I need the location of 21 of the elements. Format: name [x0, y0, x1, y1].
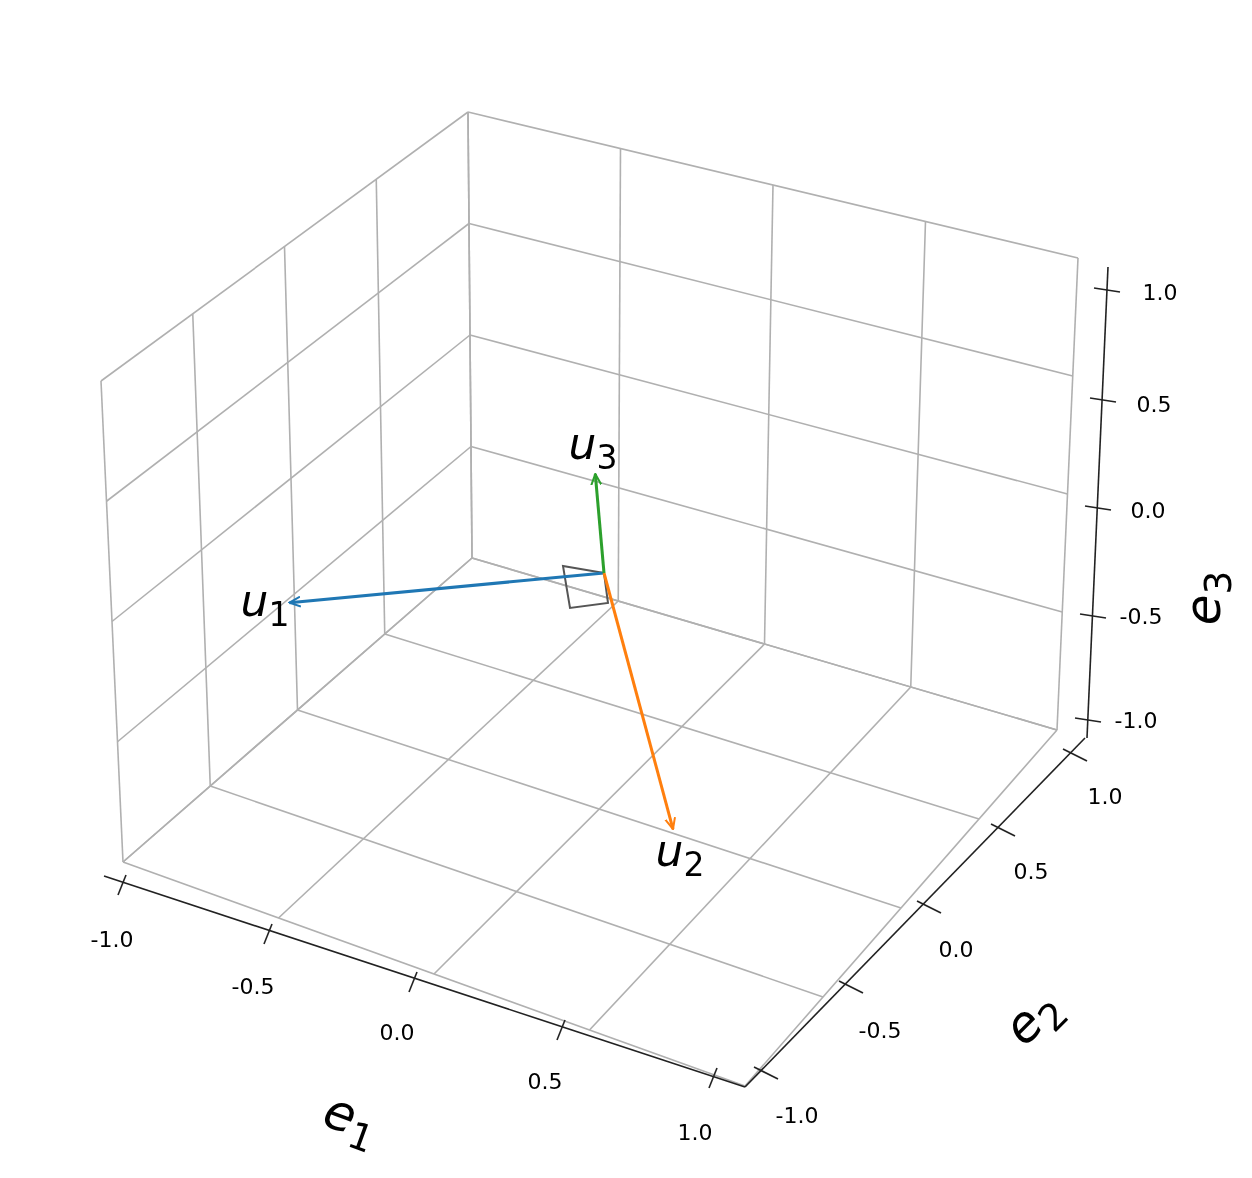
- tick-label: -0.5: [1119, 606, 1163, 628]
- tick-label: 0.5: [1136, 394, 1172, 416]
- tick-label: -0.5: [858, 1020, 902, 1042]
- tick-label: 0.0: [1130, 500, 1166, 522]
- tick-label: 0.0: [938, 939, 974, 961]
- tick-label: 0.5: [1013, 861, 1049, 883]
- tick-label: 0.0: [379, 1022, 415, 1044]
- vector-label: u$_{2}$: [655, 829, 705, 881]
- vector-label: u$_{1}$: [240, 579, 290, 631]
- vector-arrow: [288, 571, 605, 608]
- vector-arrow: [590, 472, 606, 574]
- vector-label: u$_{3}$: [568, 422, 618, 474]
- tick-label: -0.5: [231, 976, 275, 998]
- tick-label: 1.0: [1142, 282, 1178, 304]
- tick-label: 1.0: [677, 1122, 713, 1144]
- tick-label: 1.0: [1087, 786, 1123, 808]
- vector-arrow: [602, 572, 676, 831]
- tick-label: 0.5: [527, 1071, 563, 1093]
- tick-label: -1.0: [1114, 710, 1158, 732]
- tick-label: -1.0: [775, 1105, 819, 1127]
- tick-label: -1.0: [90, 929, 134, 951]
